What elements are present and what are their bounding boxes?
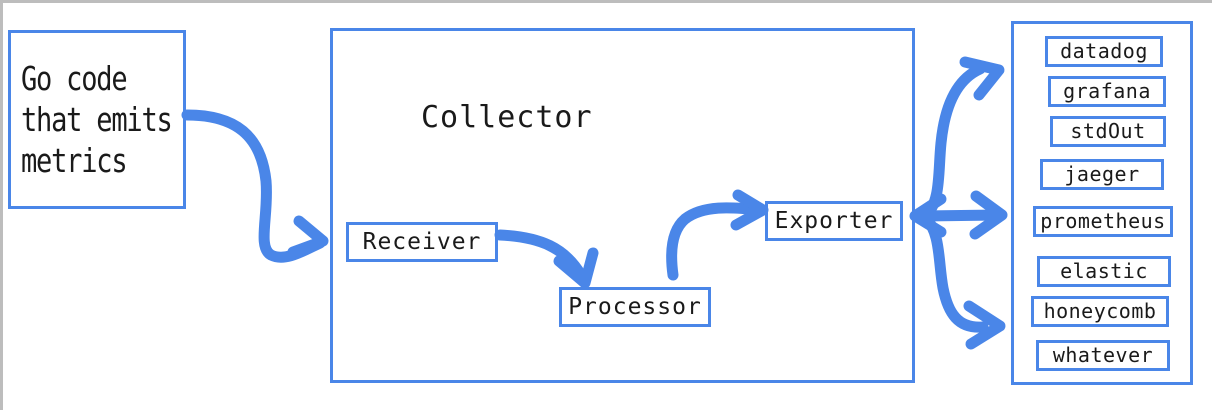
go-code-source-box: Go code that emits metrics (8, 30, 186, 209)
destination-prometheus: prometheus (1033, 206, 1173, 237)
destination-elastic: elastic (1037, 256, 1171, 287)
processor-label: Processor (568, 293, 702, 320)
exporter-label: Exporter (774, 207, 894, 234)
destination-label: jaeger (1064, 162, 1140, 186)
destination-label: grafana (1063, 79, 1151, 103)
arrow-exporter-to-destinations-top-icon (919, 56, 1005, 222)
arrow-exporter-to-destinations-middle-icon (909, 190, 1008, 240)
source-line-2: that emits (21, 99, 173, 139)
arrow-exporter-to-destinations-bottom-icon (919, 211, 1006, 350)
destination-label: elastic (1060, 259, 1148, 283)
destination-jaeger: jaeger (1040, 159, 1164, 190)
destination-label: datadog (1060, 39, 1148, 63)
destination-honeycomb: honeycomb (1031, 296, 1169, 327)
arrow-source-to-receiver-icon (181, 109, 329, 263)
destination-stdout: stdOut (1050, 116, 1166, 147)
exporter-box: Exporter (765, 201, 903, 241)
destinations-container: datadog grafana stdOut jaeger prometheus… (1011, 21, 1193, 385)
processor-box: Processor (559, 287, 711, 327)
destination-label: prometheus (1040, 209, 1166, 233)
destination-label: honeycomb (1043, 299, 1157, 323)
source-line-1: Go code (21, 58, 128, 98)
destination-whatever: whatever (1036, 340, 1170, 371)
collector-title: Collector (421, 100, 593, 135)
destination-grafana: grafana (1048, 76, 1166, 107)
source-line-3: metrics (21, 141, 128, 181)
destination-label: whatever (1052, 343, 1154, 367)
receiver-label: Receiver (362, 228, 482, 255)
receiver-box: Receiver (346, 222, 498, 262)
destination-label: stdOut (1070, 119, 1146, 143)
destination-datadog: datadog (1045, 36, 1163, 67)
